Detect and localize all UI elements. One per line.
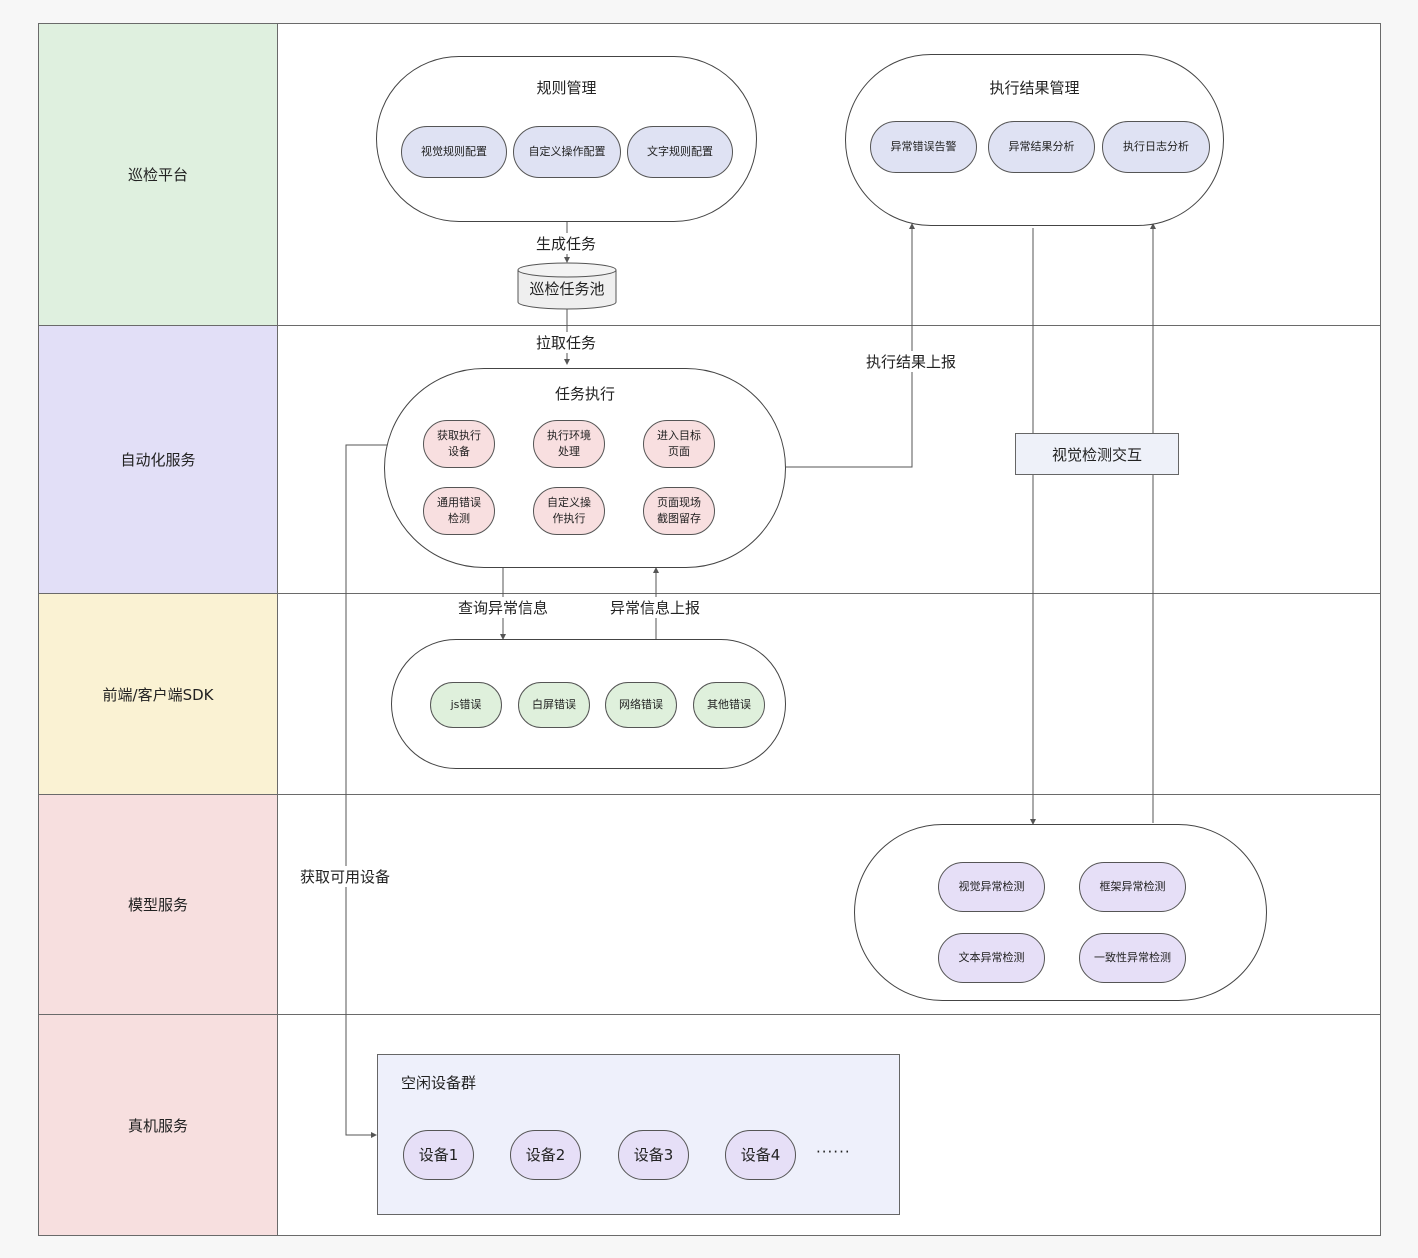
error-result-analysis[interactable]: 异常结果分析 bbox=[988, 121, 1095, 173]
edge-label-get-device: 获取可用设备 bbox=[298, 866, 393, 887]
task-execution-group: 任务执行 bbox=[384, 368, 786, 568]
step-line: 检测 bbox=[448, 512, 470, 525]
lane-label: 巡检平台 bbox=[39, 24, 278, 325]
text-rule-config[interactable]: 文字规则配置 bbox=[627, 126, 733, 178]
text-anomaly-detect[interactable]: 文本异常检测 bbox=[938, 933, 1045, 983]
consistency-anomaly-detect[interactable]: 一致性异常检测 bbox=[1079, 933, 1186, 983]
edge-label-report-result: 执行结果上报 bbox=[864, 351, 959, 372]
lane-label: 模型服务 bbox=[39, 795, 278, 1014]
step-line: 自定义操 bbox=[547, 496, 591, 509]
edge-label-pull-task: 拉取任务 bbox=[534, 332, 599, 353]
js-error[interactable]: js错误 bbox=[430, 682, 502, 728]
edge-label-generate-task: 生成任务 bbox=[534, 233, 599, 254]
visual-anomaly-detect[interactable]: 视觉异常检测 bbox=[938, 862, 1045, 912]
step-enter-page[interactable]: 进入目标页面 bbox=[643, 420, 715, 468]
device-2[interactable]: 设备2 bbox=[510, 1130, 581, 1180]
error-alert[interactable]: 异常错误告警 bbox=[870, 121, 977, 173]
edge-label-report-error: 异常信息上报 bbox=[608, 597, 703, 618]
group-title: 规则管理 bbox=[536, 79, 597, 97]
edge-label-query-error: 查询异常信息 bbox=[456, 597, 551, 618]
step-custom-operation[interactable]: 自定义操作执行 bbox=[533, 487, 605, 535]
device-pool-title: 空闲设备群 bbox=[401, 1074, 477, 1092]
step-line: 进入目标 bbox=[657, 429, 701, 442]
step-line: 获取执行 bbox=[437, 429, 481, 442]
network-error[interactable]: 网络错误 bbox=[605, 682, 677, 728]
device-1[interactable]: 设备1 bbox=[403, 1130, 474, 1180]
group-title: 执行结果管理 bbox=[989, 79, 1080, 97]
visual-detection-interaction[interactable]: 视觉检测交互 bbox=[1015, 433, 1179, 475]
device-3[interactable]: 设备3 bbox=[618, 1130, 689, 1180]
custom-operation-config[interactable]: 自定义操作配置 bbox=[513, 126, 621, 178]
step-line: 设备 bbox=[448, 445, 470, 458]
device-4[interactable]: 设备4 bbox=[725, 1130, 796, 1180]
group-title: 任务执行 bbox=[554, 385, 615, 403]
step-common-error-check[interactable]: 通用错误检测 bbox=[423, 487, 495, 535]
step-screenshot[interactable]: 页面现场截图留存 bbox=[643, 487, 715, 535]
model-group bbox=[854, 824, 1267, 1001]
visual-rule-config[interactable]: 视觉规则配置 bbox=[401, 126, 507, 178]
task-pool-cylinder bbox=[517, 262, 617, 310]
lane-label: 前端/客户端SDK bbox=[39, 594, 278, 794]
other-error[interactable]: 其他错误 bbox=[693, 682, 765, 728]
exec-log-analysis[interactable]: 执行日志分析 bbox=[1102, 121, 1210, 173]
step-line: 通用错误 bbox=[437, 496, 481, 509]
step-line: 页面 bbox=[668, 445, 690, 458]
step-line: 页面现场 bbox=[657, 496, 701, 509]
step-line: 处理 bbox=[558, 445, 580, 458]
more-devices-ellipsis: ······ bbox=[816, 1143, 851, 1161]
task-pool-label: 巡检任务池 bbox=[529, 280, 605, 298]
lane-label: 自动化服务 bbox=[39, 326, 278, 593]
step-line: 执行环境 bbox=[547, 429, 591, 442]
framework-anomaly-detect[interactable]: 框架异常检测 bbox=[1079, 862, 1186, 912]
step-get-device[interactable]: 获取执行设备 bbox=[423, 420, 495, 468]
step-env-prepare[interactable]: 执行环境处理 bbox=[533, 420, 605, 468]
step-line: 截图留存 bbox=[657, 512, 701, 525]
lane-label: 真机服务 bbox=[39, 1015, 278, 1235]
step-line: 作执行 bbox=[552, 512, 586, 525]
white-screen-error[interactable]: 白屏错误 bbox=[518, 682, 590, 728]
